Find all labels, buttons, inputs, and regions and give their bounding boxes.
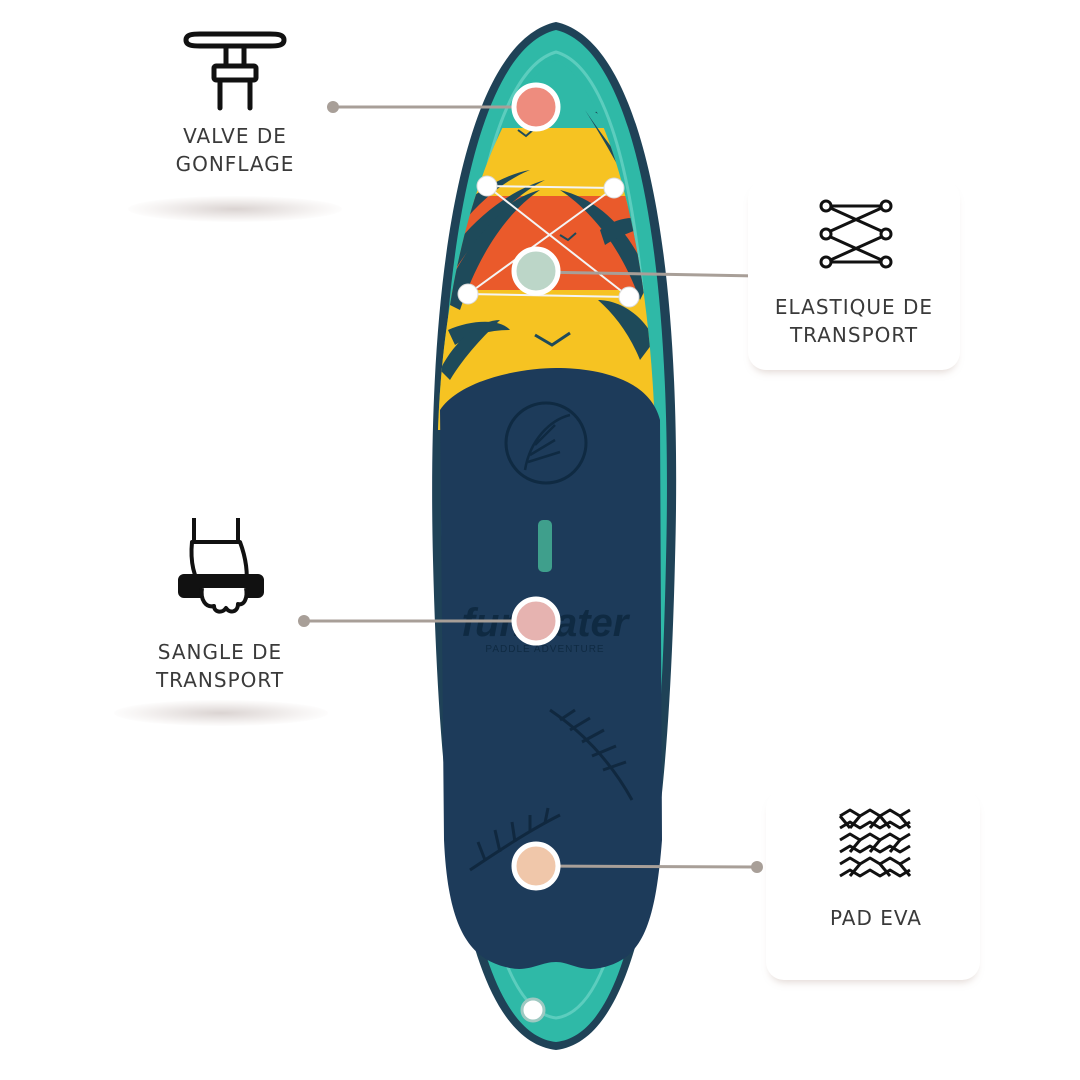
bungee-cords [467, 185, 630, 298]
deck-pad [440, 368, 662, 969]
hand-carry-icon [178, 518, 264, 614]
carry-handle [538, 520, 552, 572]
bungee-cord-icon [819, 199, 893, 269]
pad-label-line1: PAD EVA [830, 906, 922, 930]
tail-valve [520, 997, 546, 1023]
eva-pad-pattern-icon [838, 808, 912, 878]
bungee-label-line1: ELASTIQUE DE [774, 295, 934, 319]
leader-end-pad [751, 861, 763, 873]
bungee-card [748, 180, 960, 370]
handle-shadow [114, 700, 328, 726]
leader-end-handle [298, 615, 310, 627]
bungee-label-line2: TRANSPORT [789, 323, 919, 347]
leader-end-valve [327, 101, 339, 113]
hotspot-pad[interactable] [511, 841, 561, 891]
valve-label-line1: VALVE DE [183, 124, 287, 148]
bungee-label: ELASTIQUE DE TRANSPORT [754, 293, 954, 349]
hotspot-valve[interactable] [511, 82, 561, 132]
pad-card [766, 790, 980, 980]
board-tagline: PADDLE ADVENTURE [485, 644, 604, 655]
hotspot-bungee[interactable] [511, 246, 561, 296]
valve-label: VALVE DE GONFLAGE [135, 122, 335, 178]
handle-label-line1: SANGLE DE [157, 640, 283, 664]
handle-label: SANGLE DE TRANSPORT [120, 638, 320, 694]
valve-icon [183, 31, 287, 111]
valve-shadow [128, 196, 342, 222]
valve-label-line2: GONFLAGE [175, 152, 295, 176]
pad-label: PAD EVA [776, 904, 976, 932]
handle-label-line2: TRANSPORT [155, 668, 285, 692]
hotspot-handle[interactable] [511, 596, 561, 646]
